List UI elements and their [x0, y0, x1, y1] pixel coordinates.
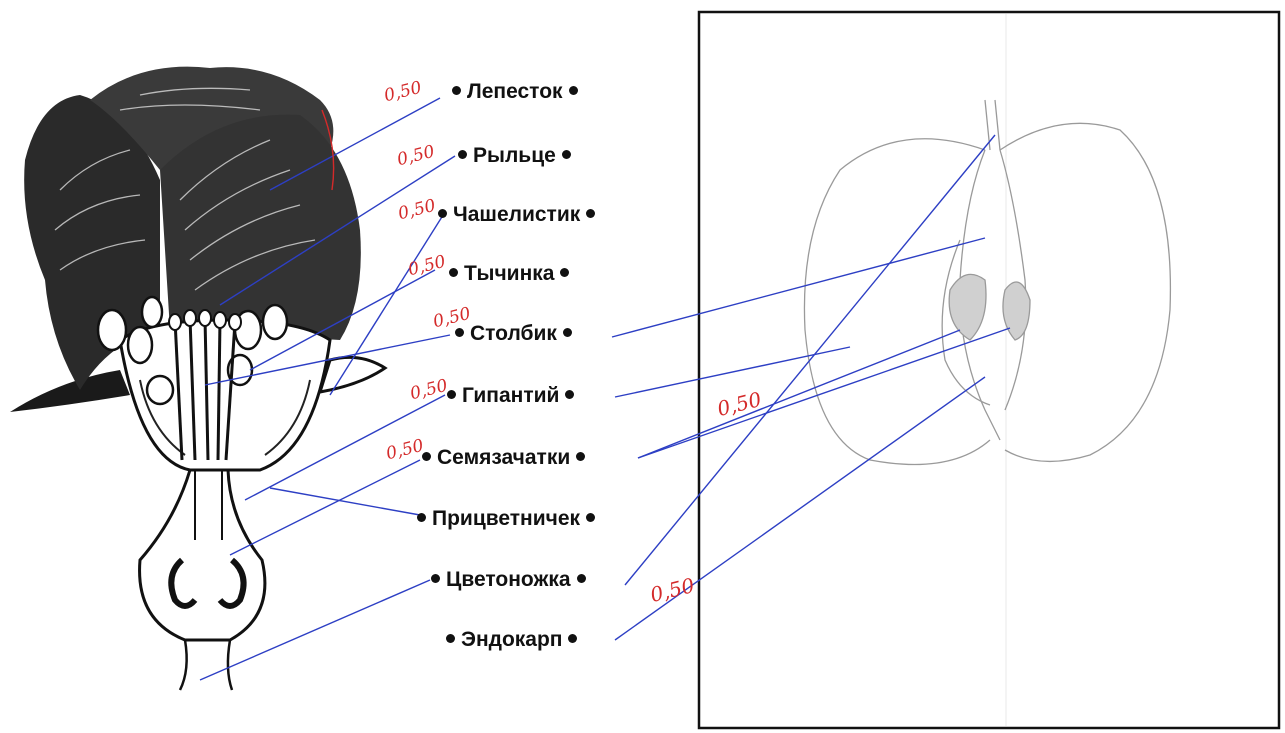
label-semyazachatki: Семязачатки — [416, 446, 591, 470]
bullet-icon — [452, 86, 461, 95]
bullet-icon — [586, 513, 595, 522]
sepal-right — [320, 357, 385, 392]
label-tychinka: Тычинка — [443, 262, 575, 286]
bract-left — [10, 370, 130, 412]
bullet-icon — [431, 574, 440, 583]
bullet-icon — [438, 209, 447, 218]
label-chashelistik: Чашелистик — [432, 203, 601, 227]
bullet-icon — [586, 209, 595, 218]
label-endokarp: Эндокарп — [440, 628, 583, 652]
bullet-icon — [565, 390, 574, 399]
label-pricvetnichek: Прицветничек — [411, 507, 601, 531]
ovary — [140, 470, 265, 640]
bullet-icon — [568, 634, 577, 643]
drawing-frame — [699, 12, 1279, 728]
bullet-icon — [446, 634, 455, 643]
bullet-icon — [577, 574, 586, 583]
bullet-icon — [562, 150, 571, 159]
pedicel — [180, 640, 232, 690]
petal-right — [160, 115, 361, 340]
label-stolbik: Столбик — [449, 322, 578, 346]
bullet-icon — [563, 328, 572, 337]
label-rylce: Рыльце — [452, 144, 577, 168]
bullet-icon — [576, 452, 585, 461]
label-lepestok: Лепесток — [446, 80, 584, 104]
bullet-icon — [449, 268, 458, 277]
label-gipantiy: Гипантий — [441, 384, 580, 408]
label-cvetonozhka: Цветоножка — [425, 568, 592, 592]
bullet-icon — [458, 150, 467, 159]
flower-section-illustration — [10, 67, 385, 690]
bullet-icon — [560, 268, 569, 277]
bullet-icon — [455, 328, 464, 337]
bullet-icon — [417, 513, 426, 522]
bullet-icon — [569, 86, 578, 95]
